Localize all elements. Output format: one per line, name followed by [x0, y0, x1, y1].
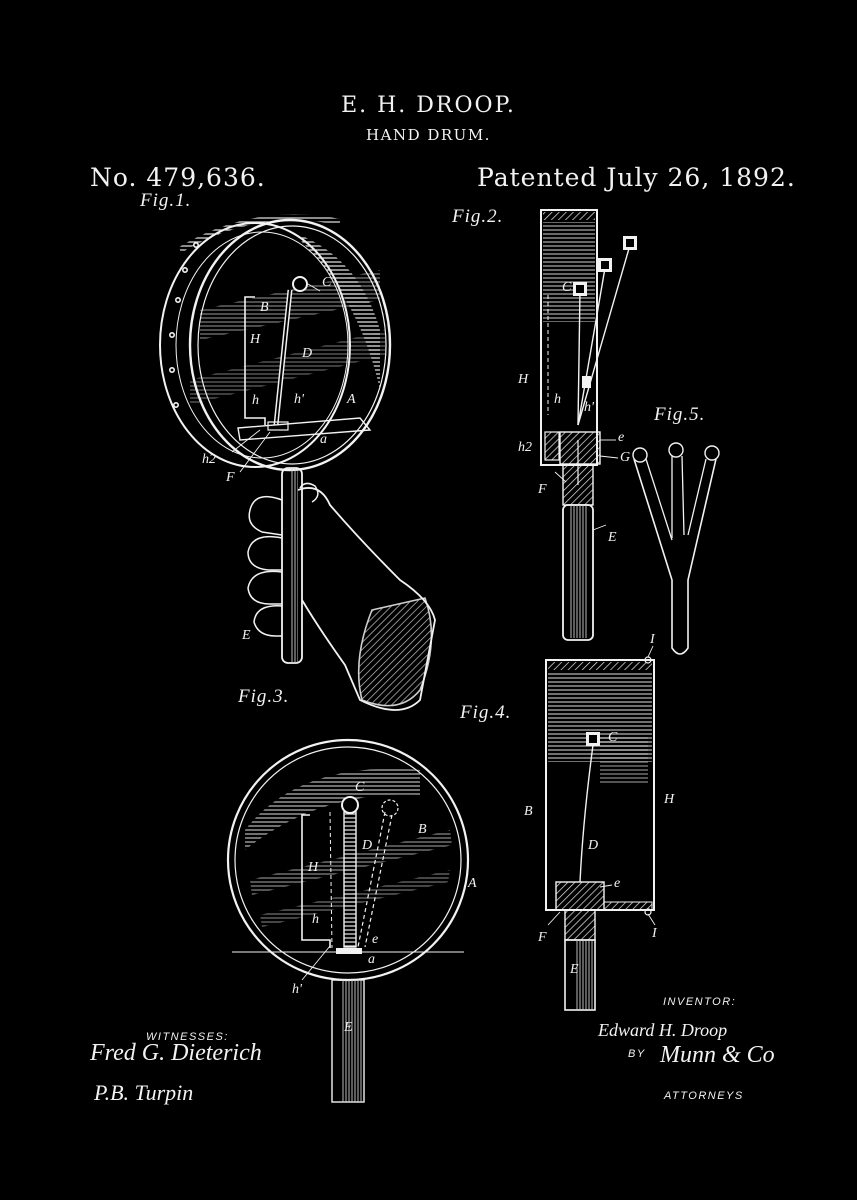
fig3-ref-E: E: [344, 1020, 353, 1035]
fig4-ref-e: e: [614, 876, 621, 891]
witness-2-signature: P.B. Turpin: [94, 1080, 194, 1105]
fig3-ref-H: H: [308, 860, 319, 875]
fig5-drawing: [632, 442, 720, 655]
fig3-ref-h-prime: h': [292, 982, 302, 997]
fig3-drawing: [226, 738, 470, 1103]
fig1-ref-h-prime: h': [294, 392, 304, 407]
fig5-label: Fig.5.: [654, 404, 706, 425]
fig1-ref-B: B: [260, 300, 269, 315]
fig2-ref-e: e: [618, 430, 625, 445]
fig2-drawing: [540, 209, 637, 641]
witness-1-signature: Fred G. Dieterich: [90, 1040, 262, 1066]
fig1-drawing: [159, 214, 436, 711]
fig2-ref-H: H: [518, 372, 529, 387]
fig2-ref-h2: h2: [518, 440, 532, 455]
fig1-ref-C: C: [322, 275, 332, 290]
fig4-ref-D: D: [588, 838, 599, 853]
fig3-ref-C: C: [355, 780, 365, 795]
fig4-ref-I-bottom: I: [652, 926, 657, 941]
fig2-ref-F: F: [538, 482, 547, 497]
fig4-ref-B-left: B: [524, 804, 533, 819]
fig3-ref-e: e: [372, 932, 379, 947]
patent-date: Patented July 26, 1892.: [477, 163, 796, 192]
witnesses-label: WITNESSES:: [146, 1031, 229, 1043]
fig4-ref-E: E: [570, 962, 579, 977]
fig1-ref-a: a: [320, 432, 327, 447]
invention-title: HAND DRUM.: [366, 126, 491, 144]
fig1-ref-H: H: [250, 332, 261, 347]
fig4-ref-I-top: I: [650, 632, 655, 647]
fig4-label: Fig.4.: [460, 702, 512, 723]
fig3-ref-A: A: [468, 876, 477, 891]
fig4-ref-H: H: [664, 792, 675, 807]
fig1-ref-h: h: [252, 393, 259, 408]
fig4-ref-F: F: [538, 930, 547, 945]
fig1-ref-F: F: [226, 470, 235, 485]
fig2-ref-E: E: [608, 530, 617, 545]
inventor-label: INVENTOR:: [663, 996, 737, 1008]
attorneys-signature: Munn & Co: [660, 1042, 775, 1068]
fig1-ref-E: E: [242, 628, 251, 643]
fig4-drawing: [545, 645, 656, 1011]
fig3-ref-D: D: [362, 838, 373, 853]
fig1-ref-h2: h2: [202, 452, 216, 467]
fig2-ref-h-prime: h': [584, 400, 594, 415]
patent-number: No. 479,636.: [90, 163, 266, 192]
attorneys-label: ATTORNEYS: [664, 1090, 744, 1102]
fig2-ref-h: h: [554, 392, 561, 407]
inventor-signature: Edward H. Droop: [598, 1020, 728, 1040]
fig2-ref-G: G: [620, 450, 631, 465]
inventor-name-title: E. H. DROOP.: [341, 93, 516, 118]
fig3-label: Fig.3.: [238, 686, 290, 707]
by-label: BY: [628, 1048, 646, 1060]
fig1-ref-A: A: [347, 392, 356, 407]
fig3-ref-h: h: [312, 912, 319, 927]
fig1-ref-D: D: [302, 346, 313, 361]
fig4-ref-C: C: [608, 730, 618, 745]
fig1-label: Fig.1.: [140, 190, 192, 211]
fig3-ref-a: a: [368, 952, 375, 967]
fig2-ref-C: C: [562, 280, 572, 295]
fig2-label: Fig.2.: [452, 206, 504, 227]
fig3-ref-B: B: [418, 822, 427, 837]
